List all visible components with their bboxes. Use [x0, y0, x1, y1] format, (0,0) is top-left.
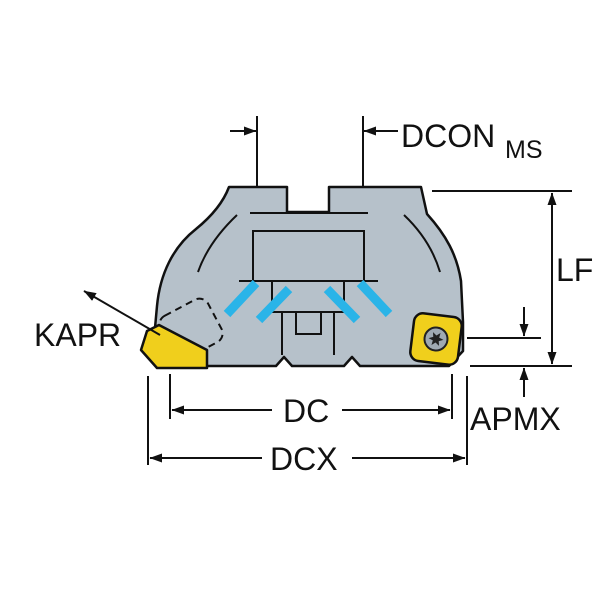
label-apmx: APMX [470, 401, 561, 437]
kapr-leader-line [83, 290, 161, 336]
chip-flute-right-inner [323, 285, 361, 324]
insert-left [139, 323, 209, 370]
label-kapr: KAPR [34, 317, 121, 353]
label-dcx: DCX [270, 441, 338, 477]
torx-screw-icon [423, 326, 449, 352]
label-dconms: DCON [401, 118, 495, 154]
chip-flute-left-outer [223, 279, 260, 318]
label-lf: LF [556, 252, 593, 288]
chip-flute-left-inner [255, 285, 293, 324]
chip-flute-right-outer [356, 279, 393, 318]
hub-center-boss [295, 311, 322, 335]
right-shoulder-line [403, 214, 441, 273]
label-dconms-subscript: MS [505, 136, 543, 164]
label-dc: DC [283, 393, 329, 429]
left-shoulder-line [197, 214, 238, 273]
insert-right [409, 312, 463, 366]
